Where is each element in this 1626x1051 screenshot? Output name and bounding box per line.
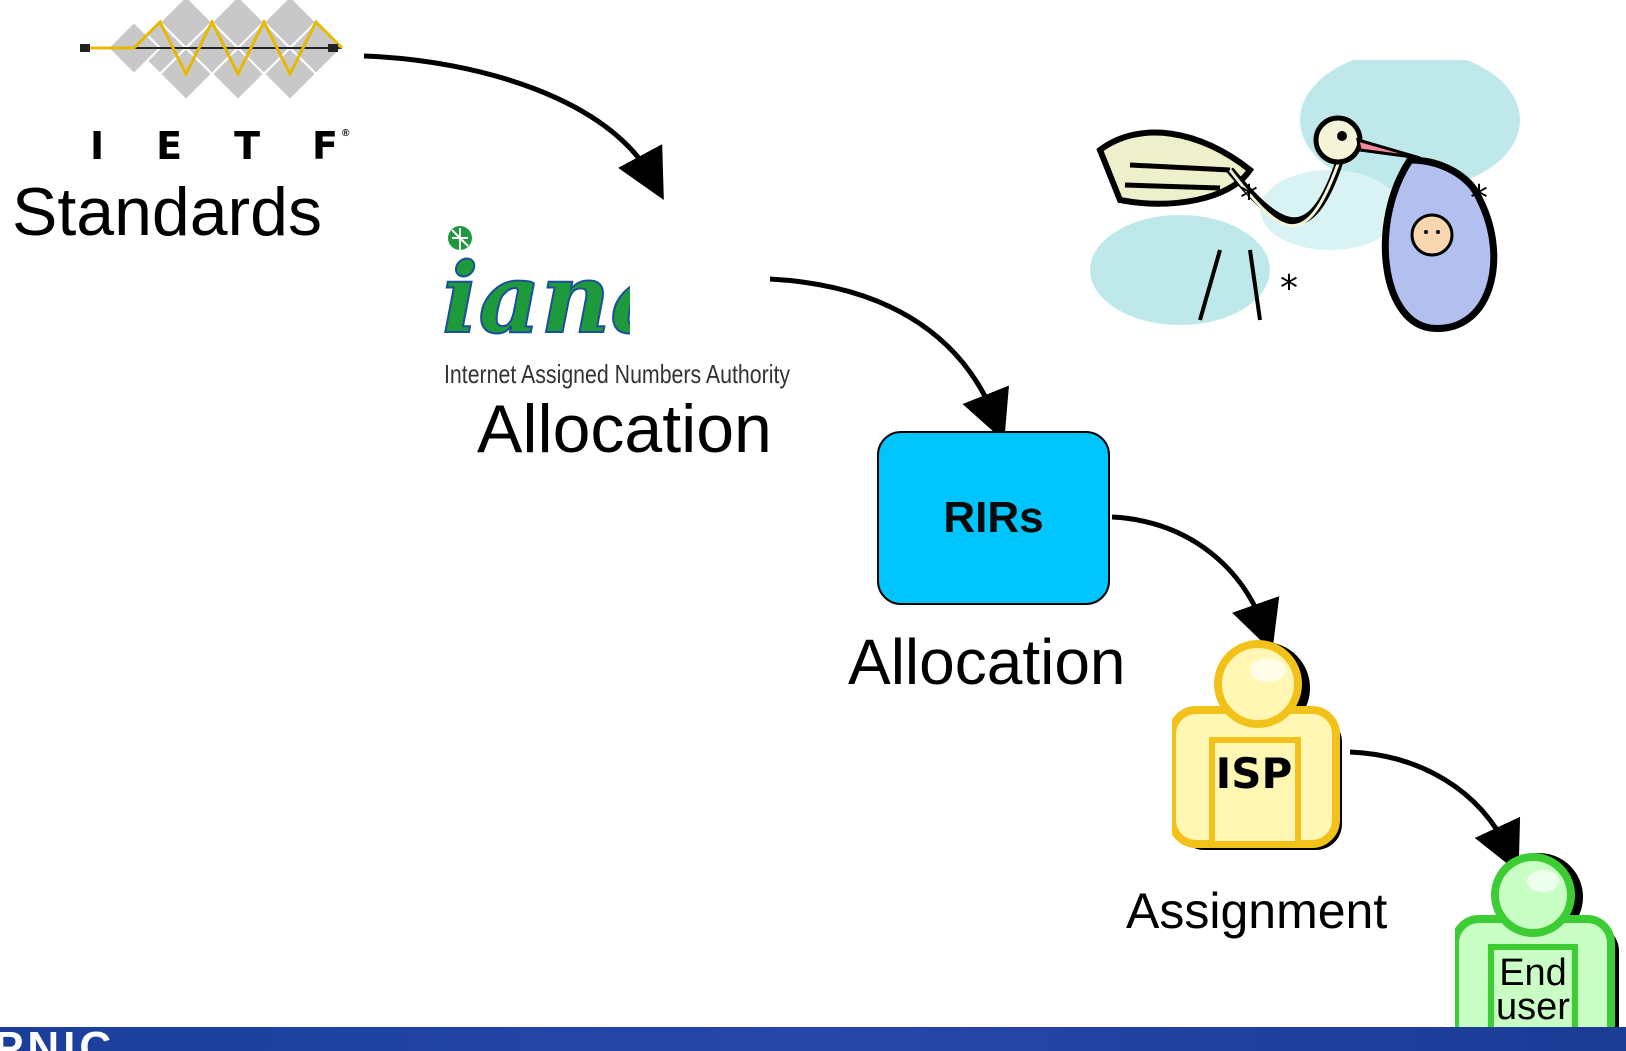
arrow-isp-to-enduser — [1349, 749, 1521, 873]
arrow-rirs-to-isp — [1111, 514, 1280, 652]
svg-text:*: * — [1240, 178, 1258, 219]
allocation-label-iana: Allocation — [477, 391, 772, 467]
svg-text:*: * — [1280, 268, 1298, 309]
arrow-iana-to-rirs — [769, 276, 1009, 442]
isp-label: ISP — [1216, 749, 1293, 798]
ietf-diamond-logo-icon — [80, 0, 344, 102]
isp-person-icon: ISP — [1172, 640, 1342, 850]
assignment-label: Assignment — [1126, 883, 1388, 939]
svg-text:*: * — [1470, 178, 1488, 219]
iana-wordmark: iana — [442, 242, 630, 350]
allocation-label-rirs: Allocation — [848, 626, 1126, 698]
stork-baby-icon: * * * — [1090, 60, 1520, 332]
iana-logo-icon: iana — [441, 226, 630, 350]
footer-band: PNIC — [0, 1027, 1626, 1051]
arrow-standards-to-iana — [363, 53, 664, 200]
footer-brand: PNIC — [0, 1027, 115, 1051]
registered-mark: ® — [342, 128, 350, 139]
iana-subtitle: Internet Assigned Numbers Authority — [444, 359, 791, 389]
end-user-label-line1: End — [1499, 952, 1567, 994]
end-user-label-line2: user — [1496, 986, 1570, 1028]
end-user-person-icon: End user — [1455, 853, 1619, 1051]
ietf-letters: IETF — [90, 124, 390, 168]
rirs-label: RIRs — [943, 493, 1044, 542]
standards-label: Standards — [12, 174, 322, 250]
rirs-node: RIRs — [877, 431, 1110, 605]
